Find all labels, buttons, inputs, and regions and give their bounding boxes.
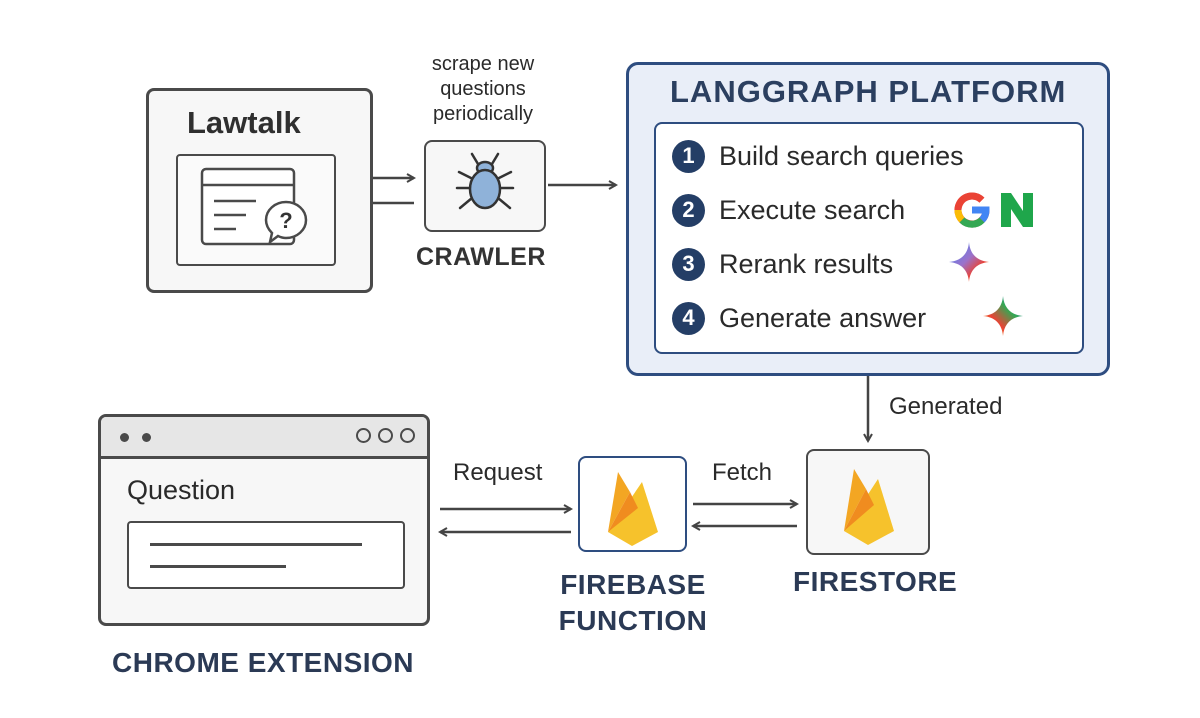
crawler-note-line-1: scrape new [431,53,535,75]
text-line [150,543,362,546]
bug-icon [455,152,515,210]
text-line [150,565,286,568]
firestore-caption: FIRESTORE [793,566,958,597]
step-rerank-results: 3 Rerank results [672,247,893,281]
step-number-badge: 4 [672,301,705,335]
step-label: Generate answer [719,302,927,333]
fetch-label: Fetch [712,459,773,486]
step-label: Rerank results [719,248,894,279]
chrome-extension-window: Question [98,414,430,626]
firebase-flame-icon [844,469,894,545]
step-label: Build search queries [719,140,964,171]
langgraph-platform-title: LANGGRAPH PLATFORM [670,74,1067,109]
step-build-queries: 1 Build search queries [672,139,964,173]
question-bubble-icon: ? [264,200,308,246]
crawler-box [424,140,546,232]
svg-text:?: ? [279,208,292,233]
lawtalk-screen: ? [176,154,336,266]
chrome-extension-caption: CHROME EXTENSION [112,647,415,678]
lawtalk-box: Lawtalk ? [146,88,373,293]
caption-line-2: FUNCTION [558,605,708,636]
firebase-function-caption: FIREBASE FUNCTION [552,567,714,639]
titlebar-dot-icon [120,433,129,442]
step-generate-answer: 4 Generate answer [672,301,926,335]
caption-line-1: FIREBASE [560,569,706,600]
firestore-box [806,449,930,555]
browser-window-icon [200,167,296,246]
crawler-note-line-3: periodically [432,103,534,125]
step-label: Execute search [719,194,906,225]
firebase-flame-icon [608,472,658,546]
google-g-icon [954,192,990,228]
request-label: Request [453,459,543,486]
window-titlebar [101,417,427,459]
question-label: Question [127,475,236,505]
generated-label: Generated [889,393,1003,420]
crawler-note: scrape new questions periodically [418,52,548,127]
step-number-badge: 2 [672,193,705,227]
crawler-label: CRAWLER [416,243,546,271]
step-number-badge: 1 [672,139,705,173]
step-number-badge: 3 [672,247,705,281]
gemini-sparkle-icon [949,242,989,282]
crawler-note-line-2: questions [440,78,526,100]
question-input[interactable] [127,521,405,589]
window-control-icon[interactable] [356,428,371,443]
gemini-sparkle-icon [983,296,1023,336]
firebase-function-box [578,456,687,552]
window-control-icon[interactable] [400,428,415,443]
lawtalk-title: Lawtalk [187,105,301,140]
titlebar-dot-icon [142,433,151,442]
naver-n-icon [1001,193,1033,227]
step-execute-search: 2 Execute search [672,193,905,227]
window-control-icon[interactable] [378,428,393,443]
